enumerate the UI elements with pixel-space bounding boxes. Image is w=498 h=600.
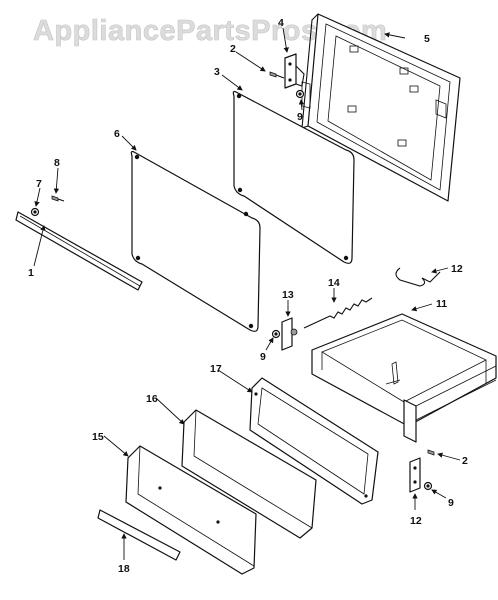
callout-14: 14 xyxy=(328,277,340,289)
callout-11: 12 xyxy=(451,263,463,275)
callout-9-middle: 9 xyxy=(260,351,266,363)
callout-2-lower: 2 xyxy=(462,455,468,467)
callout-17: 17 xyxy=(210,363,222,375)
part-9-nut-lower[interactable] xyxy=(423,481,433,491)
part-10-drawer-body[interactable] xyxy=(311,313,497,443)
part-6-door-panel-lower[interactable] xyxy=(130,150,261,332)
callout-4: 4 xyxy=(278,17,284,29)
callout-12: 12 xyxy=(410,515,422,527)
part-16-drawer-front-panel[interactable] xyxy=(181,409,317,539)
callout-13: 13 xyxy=(282,289,294,301)
part-11-wire-clip[interactable] xyxy=(395,267,441,287)
callout-10: 11 xyxy=(436,298,447,310)
callout-1: 1 xyxy=(28,267,34,279)
part-4-hinge-bracket[interactable] xyxy=(284,53,305,89)
part-18-bottom-trim[interactable] xyxy=(97,509,181,561)
part-2-screw-lower[interactable] xyxy=(427,449,435,456)
part-5-door-frame[interactable] xyxy=(301,13,461,202)
callout-6: 6 xyxy=(114,128,120,140)
callout-7: 7 xyxy=(36,178,42,190)
part-12-rear-bracket[interactable] xyxy=(409,457,421,493)
part-13-roller-bracket[interactable] xyxy=(281,317,298,351)
part-9-nut-middle[interactable] xyxy=(271,329,281,339)
callout-2-upper: 2 xyxy=(230,43,236,55)
callout-3: 3 xyxy=(214,66,220,78)
part-8-screw[interactable] xyxy=(51,195,65,202)
callout-9-lower: 9 xyxy=(448,497,454,509)
part-15-drawer-front[interactable] xyxy=(125,445,257,575)
callout-8: 8 xyxy=(54,157,60,169)
callout-5: 5 xyxy=(424,33,430,45)
part-14-spring[interactable] xyxy=(303,297,373,329)
part-7-nut[interactable] xyxy=(30,207,40,217)
part-1-trim-strip[interactable] xyxy=(15,211,143,291)
callout-15: 15 xyxy=(92,431,104,443)
callout-16: 16 xyxy=(146,393,158,405)
callout-18: 18 xyxy=(118,563,130,575)
part-3-door-panel-upper[interactable] xyxy=(232,90,355,264)
part-17-drawer-front-frame[interactable] xyxy=(249,377,379,505)
part-9-nut-upper[interactable] xyxy=(295,89,305,99)
callout-labels: 5 2 4 3 9 6 8 7 1 12 11 14 13 9 17 16 15… xyxy=(28,17,468,575)
leader-lines xyxy=(33,27,461,560)
callout-9-upper: 9 xyxy=(297,111,303,123)
part-2-screw-upper[interactable] xyxy=(269,71,285,79)
